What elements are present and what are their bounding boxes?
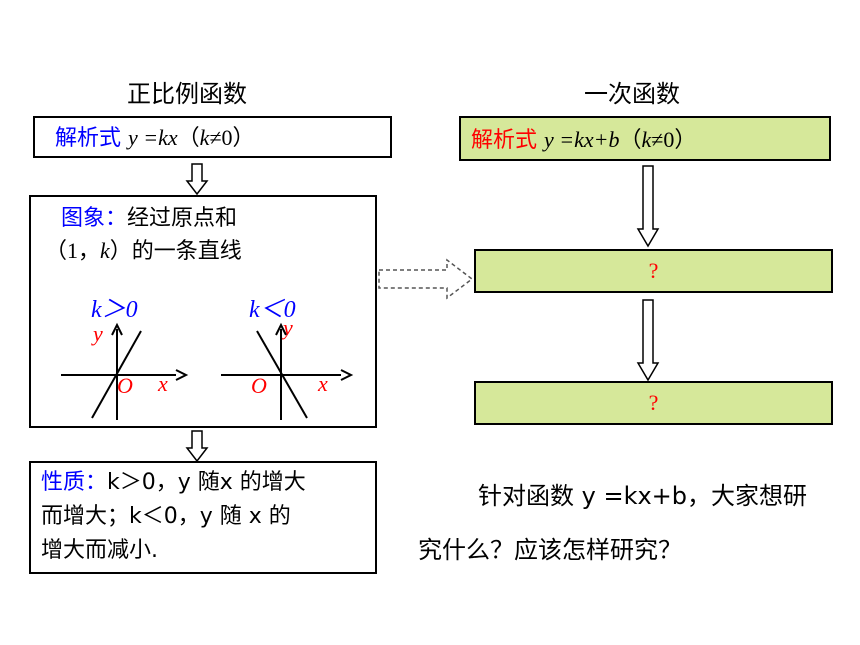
formula-condition-open: （ — [177, 125, 200, 150]
negative-slope-graph — [221, 322, 354, 420]
graph-label: 图象： — [61, 206, 128, 231]
down-arrow-icon — [185, 430, 209, 463]
property-line-3: 增大而减小. — [41, 538, 158, 563]
formula-condition-open: （ — [619, 127, 642, 152]
property-line-2: 而增大；k＜0，y 随 x 的 — [41, 504, 291, 529]
unknown-graph-box: ? — [474, 249, 833, 293]
dashed-right-arrow-icon — [378, 258, 474, 300]
axis-y-label: y — [93, 321, 103, 346]
graph-point-var: k — [100, 238, 110, 263]
axis-x-label: x — [158, 371, 168, 396]
formula-expression: y =kx+b — [544, 127, 620, 152]
unknown-property-box: ? — [474, 381, 833, 425]
origin-label: O — [251, 373, 267, 398]
unknown-mark: ? — [648, 258, 659, 283]
formula-condition: ≠0） — [651, 127, 697, 152]
origin-label: O — [117, 373, 133, 398]
formula-condition-var: k — [641, 127, 652, 152]
graph-point-rest: ）的一条直线 — [109, 239, 242, 264]
axis-y-label: y — [283, 315, 293, 340]
down-arrow-icon — [636, 299, 660, 382]
property-line-1: k＞0，y 随x 的增大 — [107, 470, 306, 495]
formula-condition: ≠0） — [209, 125, 255, 150]
unknown-mark: ? — [648, 390, 659, 415]
negative-k-label: k＜0 — [249, 297, 296, 323]
proportional-function-heading: 正比例函数 — [127, 80, 247, 108]
graph-box: 图象：经过原点和 （1，k）的一条直线 k＞0 y O x k＜0 y O x — [29, 195, 377, 428]
property-box: 性质：k＞0，y 随x 的增大 而增大；k＜0，y 随 x 的 增大而减小. — [29, 461, 377, 574]
graph-point-open: （1， — [45, 238, 101, 263]
formula-label: 解析式 — [55, 126, 122, 151]
question-line-2: 究什么？应该怎样研究？ — [418, 536, 682, 564]
linear-formula-box: 解析式 y =kx+b（k≠0） — [459, 116, 831, 161]
question-line-1: 针对函数 y =kx+b，大家想研 — [478, 482, 808, 510]
positive-k-label: k＞0 — [91, 297, 138, 323]
formula-expression: y =kx — [128, 125, 178, 150]
linear-function-heading: 一次函数 — [584, 80, 680, 108]
axis-x-label: x — [318, 371, 328, 396]
property-label: 性质： — [41, 470, 108, 495]
formula-condition-var: k — [199, 125, 210, 150]
proportional-formula-box: 解析式 y =kx（k≠0） — [33, 116, 392, 158]
graph-description: 经过原点和 — [127, 206, 238, 231]
formula-label: 解析式 — [471, 128, 538, 153]
down-arrow-icon — [636, 165, 660, 248]
positive-slope-graph — [61, 322, 189, 420]
down-arrow-icon — [185, 163, 209, 196]
